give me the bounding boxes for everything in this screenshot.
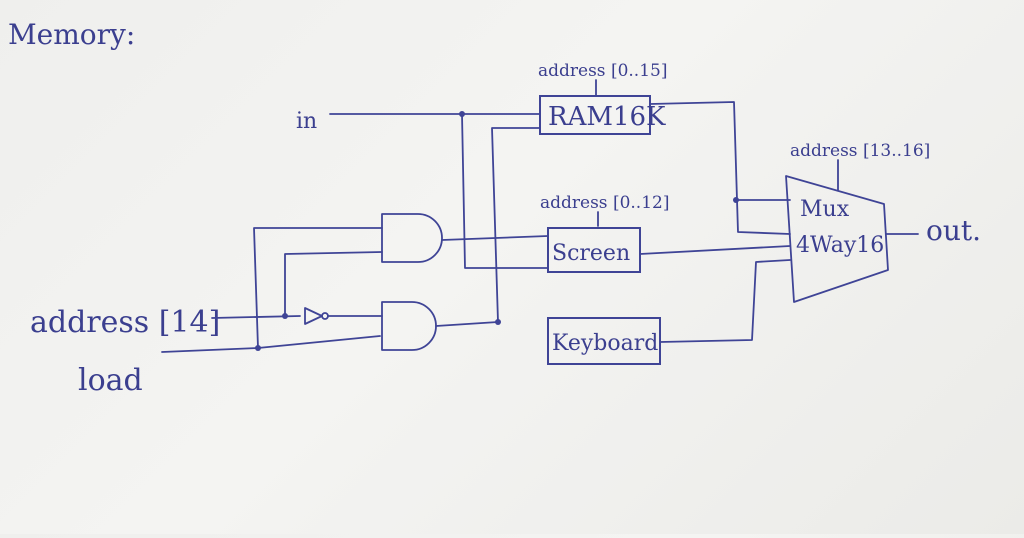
ram-address-label: address [0..15] (538, 61, 667, 81)
in-label: in (296, 109, 317, 134)
address14-to-and1-wire (284, 251, 383, 317)
ram16k-label: RAM16K (548, 102, 666, 132)
load-label: load (78, 363, 143, 398)
and2-to-ram-wire (491, 127, 541, 323)
keyboard-label: Keyboard (552, 331, 658, 356)
keyboard-out-wire (659, 259, 791, 343)
ram-out-wire (649, 101, 791, 235)
load-to-and1-wire (253, 227, 383, 349)
screen-out-wire (639, 245, 791, 255)
and-gate-screen (381, 213, 443, 263)
screen-chip (547, 227, 641, 273)
not-gate (304, 307, 323, 325)
screen-address-label: address [0..12] (540, 193, 669, 213)
and-gate-ram (381, 301, 437, 351)
and2-out-wire (435, 321, 499, 327)
mux-label-line1: Mux (800, 197, 850, 222)
screen-label: Screen (552, 241, 630, 266)
out-label: out. (926, 214, 981, 247)
mux-label-line2: 4Way16 (796, 233, 884, 258)
ram16k-chip (539, 95, 651, 135)
in-to-screen-wire (461, 113, 549, 269)
address14-label: address [14] (30, 305, 220, 340)
keyboard-chip (547, 317, 661, 365)
mux4way16-chip (785, 175, 889, 303)
mux-address-label: address [13..16] (790, 141, 930, 161)
diagram-title: Memory: (8, 18, 135, 51)
